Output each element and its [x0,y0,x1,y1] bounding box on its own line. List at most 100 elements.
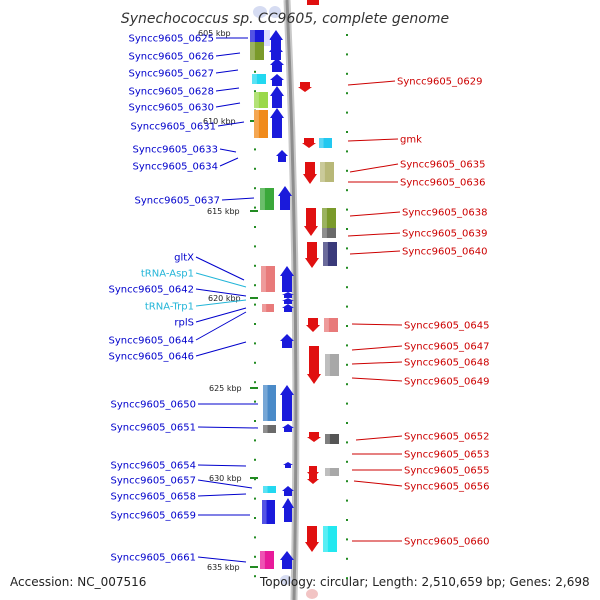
left-gene-arrow [270,108,284,138]
left-gene-label: Syncc9605_0627 [129,69,215,80]
left-gene-arrow [282,498,294,522]
right-leader-line [353,480,403,487]
right-gene-arrow [305,526,319,552]
left-gene-label: Syncc9605_0659 [111,511,197,522]
right-gene-label: Syncc9605_0653 [404,450,490,461]
right-gene [323,242,337,266]
right-gene-label: Syncc9605_0635 [400,160,486,171]
right-gene-label: Syncc9605_0636 [400,178,486,189]
left-gene-shade [261,266,266,292]
origin-blob [269,6,281,18]
page-title: Synechococcus sp. CC9605, complete genom… [121,11,449,27]
left-gene [254,110,268,138]
right-gene-shade [325,468,330,476]
right-gene-shade [319,138,324,148]
end-blob [306,589,318,599]
left-gene-label: Syncc9605_0630 [129,103,215,114]
left-gene-arrow [282,424,294,432]
gene-fragment [307,0,319,5]
right-gene-label: Syncc9605_0652 [404,432,490,443]
left-gene-shade [254,110,259,138]
left-leader-line [197,426,259,429]
left-leader-line [215,87,240,92]
left-leader-line [195,272,247,288]
right-gene-arrow [307,346,321,384]
left-gene [262,304,274,312]
left-gene [260,188,274,210]
backbone-line [285,0,298,600]
right-leader-line [351,377,403,382]
right-gene [319,138,332,148]
left-gene-label: Syncc9605_0634 [133,162,219,173]
right-gene-label: Syncc9605_0656 [404,482,490,493]
kbp-label: 615 kbp [207,207,240,216]
genome-backbone [253,0,319,600]
left-gene-label: Syncc9605_0637 [135,196,221,207]
left-gene-shade [250,42,255,60]
left-leader-line [219,157,239,167]
right-gene [325,354,339,376]
right-gene-shade [322,208,327,228]
left-gene [263,385,276,421]
right-gene-label: Syncc9605_0648 [404,358,490,369]
right-gene-arrow [307,432,321,442]
left-leader-line [195,299,247,307]
left-gene-arrow [280,385,294,421]
right-gene-label: Syncc9605_0629 [397,77,483,88]
right-gene [322,208,336,228]
right-gene-label: Syncc9605_0647 [404,342,490,353]
left-gene-shade [252,74,257,84]
right-gene-label: Syncc9605_0639 [402,229,488,240]
right-leader-line [347,138,399,142]
right-gene-arrow [298,82,312,92]
right-gene-shade [325,434,330,444]
left-gene [250,42,264,60]
left-gene-arrow [280,266,294,292]
right-gene-column [298,82,339,552]
left-gene-label: Syncc9605_0644 [109,336,195,347]
right-gene-arrow [305,242,319,268]
left-leader-line [197,493,247,497]
right-gene-label: Syncc9605_0649 [404,377,490,388]
right-gene-label: Syncc9605_0655 [404,466,490,477]
left-gene-label: Syncc9605_0626 [129,52,215,63]
left-leader-line [195,341,247,357]
right-leader-line [349,211,401,217]
left-leader-line [195,288,247,297]
left-gene-label: Syncc9605_0651 [111,423,197,434]
left-gene [252,74,266,84]
left-gene-shade [260,551,265,569]
topology-text: Topology: circular; Length: 2,510,659 bp… [259,575,590,589]
kbp-label: 635 kbp [207,563,240,572]
left-gene-overlap [264,30,270,46]
right-leader-line [355,435,403,441]
left-leader-line [195,307,247,323]
left-gene-label: Syncc9605_0661 [111,553,197,564]
kbp-label: 610 kbp [203,117,236,126]
right-gene-shade [324,318,329,332]
left-gene-shade [263,486,268,493]
right-gene-arrow [306,318,320,332]
kbp-label: 625 kbp [209,384,242,393]
right-leader-line [351,323,403,326]
right-gene-shade [325,354,330,376]
right-gene [323,526,337,552]
right-gene-label: Syncc9605_0660 [404,537,490,548]
left-leader-line [219,148,237,153]
left-gene-shade [254,92,259,108]
left-gene-arrow [278,186,292,210]
left-gene-column [250,30,294,569]
left-gene-arrow [282,304,294,312]
accession-text: Accession: NC_007516 [10,575,146,589]
left-gene-arrow [282,298,294,304]
right-gene-label: gmk [400,135,422,146]
right-gene-shade [320,162,325,182]
left-gene-arrow [280,334,294,348]
kbp-label: 605 kbp [198,29,231,38]
left-gene-arrow [269,44,283,60]
left-leader-line [215,102,241,108]
left-gene-label: Syncc9605_0646 [109,352,195,363]
left-gene-label: Syncc9605_0650 [111,400,197,411]
right-gene [325,434,339,444]
